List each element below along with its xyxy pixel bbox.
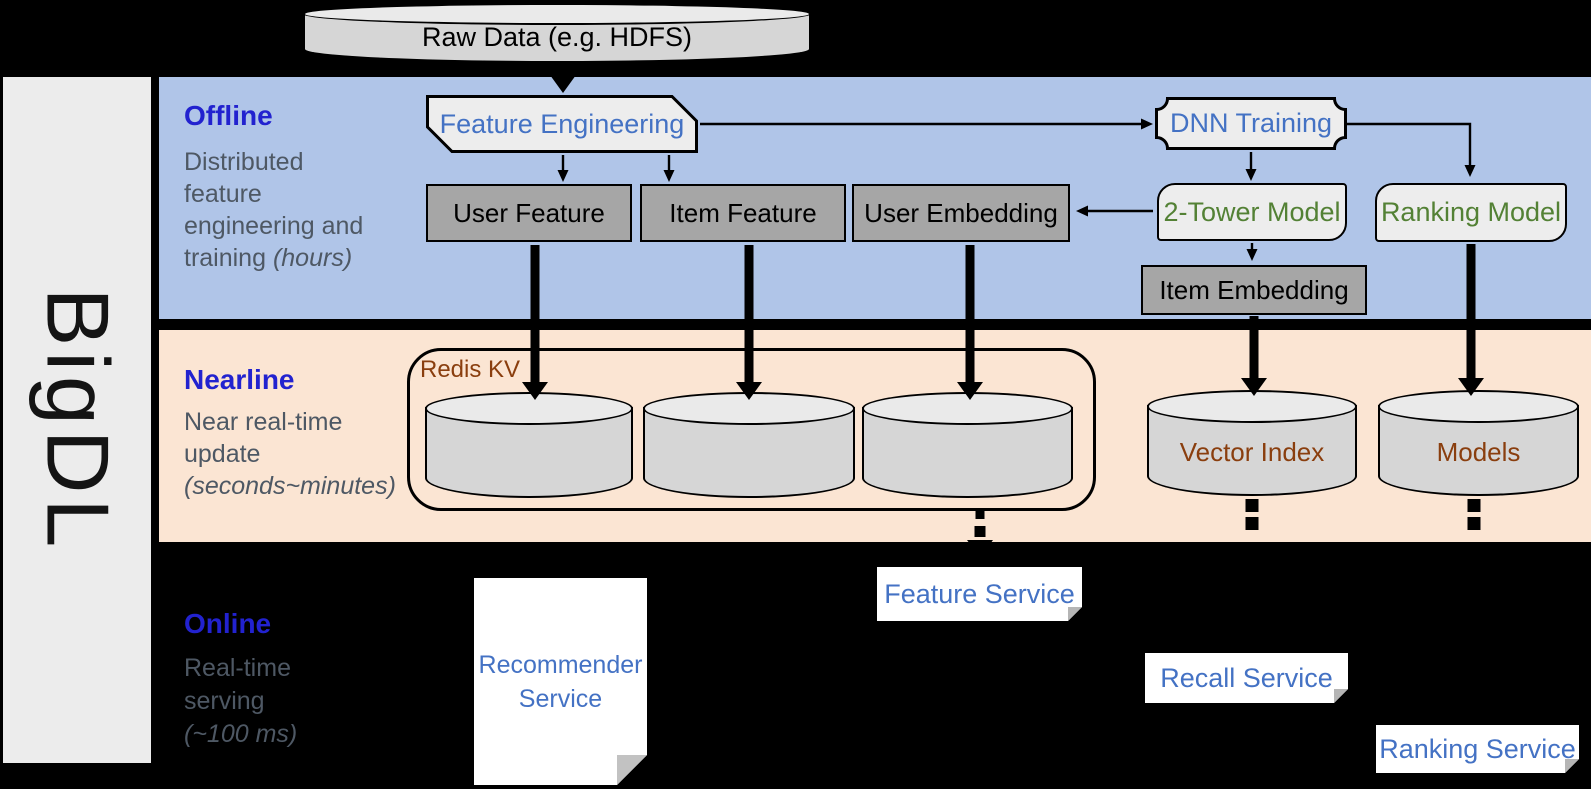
node-dnn-training: DNN Training: [1155, 97, 1347, 150]
node-vector-index: Vector Index: [1147, 390, 1357, 496]
nearline-desc-line3: (seconds~minutes): [184, 472, 396, 500]
offline-desc-line1: Distributed: [184, 148, 304, 176]
database-top-icon: [643, 392, 855, 425]
node-two-tower-model: 2-Tower Model: [1157, 183, 1347, 241]
bigdl-sidebar: BigDL: [3, 77, 151, 763]
node-item-embedding: Item Embedding: [1141, 265, 1367, 315]
node-recommender-service: Recommender Service: [474, 578, 647, 785]
models-label: Models: [1436, 436, 1521, 467]
database-top-icon: [303, 3, 811, 25]
feature-service-label: Feature Service: [884, 578, 1075, 609]
node-item-feature: Item Feature: [640, 184, 846, 242]
bigdl-logo: BigDL: [28, 287, 127, 553]
ranking-service-label: Ranking Service: [1379, 733, 1576, 764]
redis-cylinder-3: [862, 392, 1073, 498]
online-lane-description: Real-time serving (~100 ms): [184, 652, 297, 751]
two-tower-model-label: 2-Tower Model: [1163, 196, 1341, 227]
ranking-model-label: Ranking Model: [1380, 197, 1562, 227]
item-feature-label: Item Feature: [669, 197, 817, 228]
node-feature-engineering: Feature Engineering: [426, 95, 698, 153]
redis-cylinder-2: [643, 392, 855, 498]
offline-lane-title: Offline: [184, 100, 273, 131]
raw-data-label: Raw Data (e.g. HDFS): [421, 21, 693, 52]
nearline-lane-description: Near real-time update (seconds~minutes): [184, 406, 396, 502]
node-ranking-service: Ranking Service: [1376, 725, 1579, 773]
online-lane-title: Online: [184, 608, 272, 639]
dashed-arrowhead-to-feature-service: [967, 540, 993, 558]
recommender-service-label: Recommender Service: [478, 650, 643, 713]
folded-corner-icon: [1068, 607, 1082, 621]
user-embedding-label: User Embedding: [864, 197, 1058, 228]
database-top-icon: [862, 392, 1073, 425]
offline-lane-description: Distributed feature engineering and trai…: [184, 146, 363, 274]
user-feature-label: User Feature: [453, 197, 605, 228]
database-top-icon: [425, 392, 633, 425]
folded-corner-icon: [617, 755, 647, 785]
folded-corner-icon: [1565, 759, 1579, 773]
dnn-training-label: DNN Training: [1169, 108, 1333, 138]
snip-corner-shape-icon: [426, 95, 698, 153]
node-models: Models: [1378, 390, 1579, 496]
node-feature-service: Feature Service: [877, 567, 1082, 621]
feature-engineering-label: Feature Engineering: [439, 108, 685, 139]
item-embedding-label: Item Embedding: [1159, 274, 1349, 305]
redis-kv-label: Redis KV: [420, 356, 521, 383]
recall-service-label: Recall Service: [1160, 662, 1333, 693]
offline-desc-line2: feature: [184, 180, 262, 208]
node-ranking-model: Ranking Model: [1375, 183, 1567, 242]
online-desc-line2: serving: [184, 687, 265, 715]
node-user-embedding: User Embedding: [852, 184, 1070, 242]
offline-desc-line4: training (hours): [184, 244, 353, 272]
online-desc-line1: Real-time: [184, 654, 291, 682]
offline-desc-line3: engineering and: [184, 212, 364, 240]
redis-cylinder-1: [425, 392, 633, 498]
nearline-lane-title: Nearline: [184, 364, 295, 395]
node-recall-service: Recall Service: [1145, 653, 1348, 703]
folded-corner-icon: [1334, 689, 1348, 703]
plaque-shape-icon: [1155, 97, 1347, 150]
nearline-desc-line2: update: [184, 440, 261, 468]
online-desc-line3: (~100 ms): [184, 720, 298, 748]
nearline-desc-line1: Near real-time: [184, 408, 343, 436]
node-user-feature: User Feature: [426, 184, 632, 242]
raw-data-store: Raw Data (e.g. HDFS): [303, 3, 811, 63]
vector-index-label: Vector Index: [1179, 436, 1325, 467]
